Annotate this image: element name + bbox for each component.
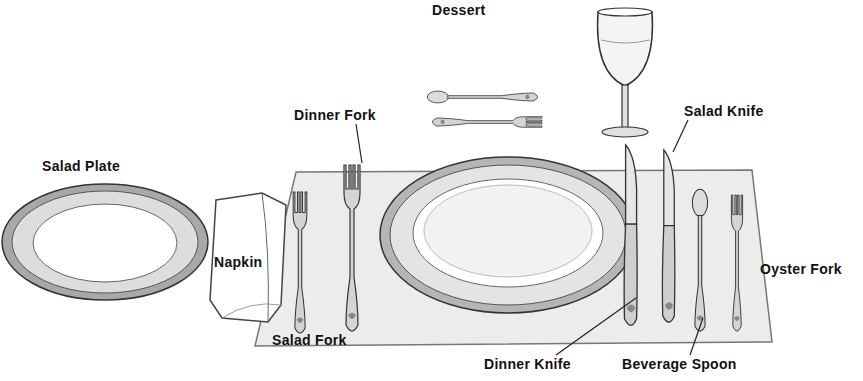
glass-base	[602, 127, 648, 137]
beverage-spoon	[692, 189, 707, 331]
part-label: Dinner Knife	[484, 356, 571, 372]
dessert-fork	[432, 117, 542, 128]
salad-fork	[293, 192, 307, 333]
dinner-plate-rim	[390, 165, 626, 305]
dinner-plate	[380, 157, 636, 313]
leader-line	[356, 124, 362, 163]
glass-rim	[598, 8, 652, 16]
glass-liquid-line	[601, 40, 650, 43]
leader-line	[556, 298, 636, 355]
part-label: Dessert	[432, 2, 485, 18]
napkin-fold	[262, 193, 268, 322]
part-label: Beverage Spoon	[622, 356, 737, 372]
salad-plate-rim	[12, 191, 198, 293]
part-label: Napkin	[214, 254, 262, 270]
part-label: Salad Plate	[42, 158, 120, 174]
salad-plate-center	[33, 204, 177, 282]
glass-bowl	[598, 12, 653, 86]
part-label: Salad Knife	[684, 103, 764, 119]
dessert-spoon	[427, 91, 537, 103]
napkin	[210, 193, 286, 322]
glass-stem	[622, 85, 628, 130]
placemat	[255, 170, 772, 346]
leader-line	[690, 318, 703, 355]
part-label: Salad Fork	[272, 332, 347, 348]
dinner-plate-well	[424, 185, 592, 277]
leader-line	[673, 120, 688, 152]
part-label: Oyster Fork	[760, 261, 842, 277]
napkin-fold	[222, 304, 281, 318]
part-label: Dinner Fork	[294, 107, 376, 123]
salad-plate	[2, 184, 208, 300]
dinner-plate-center	[413, 179, 603, 287]
oyster-fork	[731, 195, 742, 331]
salad-knife	[662, 150, 674, 322]
dinner-fork	[344, 165, 360, 331]
